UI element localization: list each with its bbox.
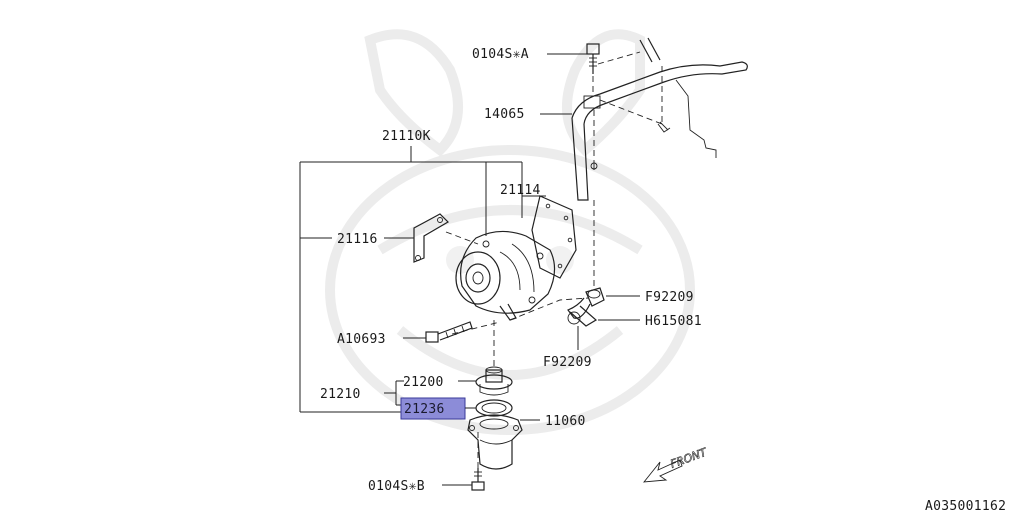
bolt-b-part (471, 468, 485, 491)
callout-pipe: 14065 (484, 107, 525, 122)
callout-clip-bottom: F92209 (543, 355, 592, 370)
callout-bolt-b: 0104S✳B (368, 479, 425, 494)
callout-bolt-a: 0104S✳A (472, 47, 529, 62)
thermostat-gasket-part (475, 399, 513, 417)
callout-kit: 21110K (382, 129, 431, 144)
water-pump-part (455, 230, 556, 321)
thermostat-part (475, 366, 513, 396)
callout-thermostat: 21200 (403, 375, 444, 390)
callout-bolt-pump: A10693 (337, 332, 386, 347)
callout-gasket-pump: 21114 (500, 183, 541, 198)
pump-gasket-part (531, 195, 577, 279)
bolt-a-part (586, 43, 600, 74)
pump-bolt-part (425, 321, 473, 343)
hose-part (567, 287, 605, 327)
bracket-part (413, 213, 449, 263)
callout-thermo-case: 11060 (545, 414, 586, 429)
front-arrow-icon (642, 459, 683, 483)
callout-group: 21210 (320, 387, 361, 402)
callout-bracket: 21116 (337, 232, 378, 247)
callout-hose: H615081 (645, 314, 702, 329)
thermostat-case-part (467, 414, 523, 470)
front-direction-label: FRONT (669, 445, 710, 471)
figure-id: A035001162 (925, 499, 1006, 512)
callout-thermo-gasket[interactable]: 21236 (404, 402, 445, 417)
watermark-emblem (325, 29, 695, 435)
callout-clip-top: F92209 (645, 290, 694, 305)
coolant-pipe-part (571, 37, 748, 201)
